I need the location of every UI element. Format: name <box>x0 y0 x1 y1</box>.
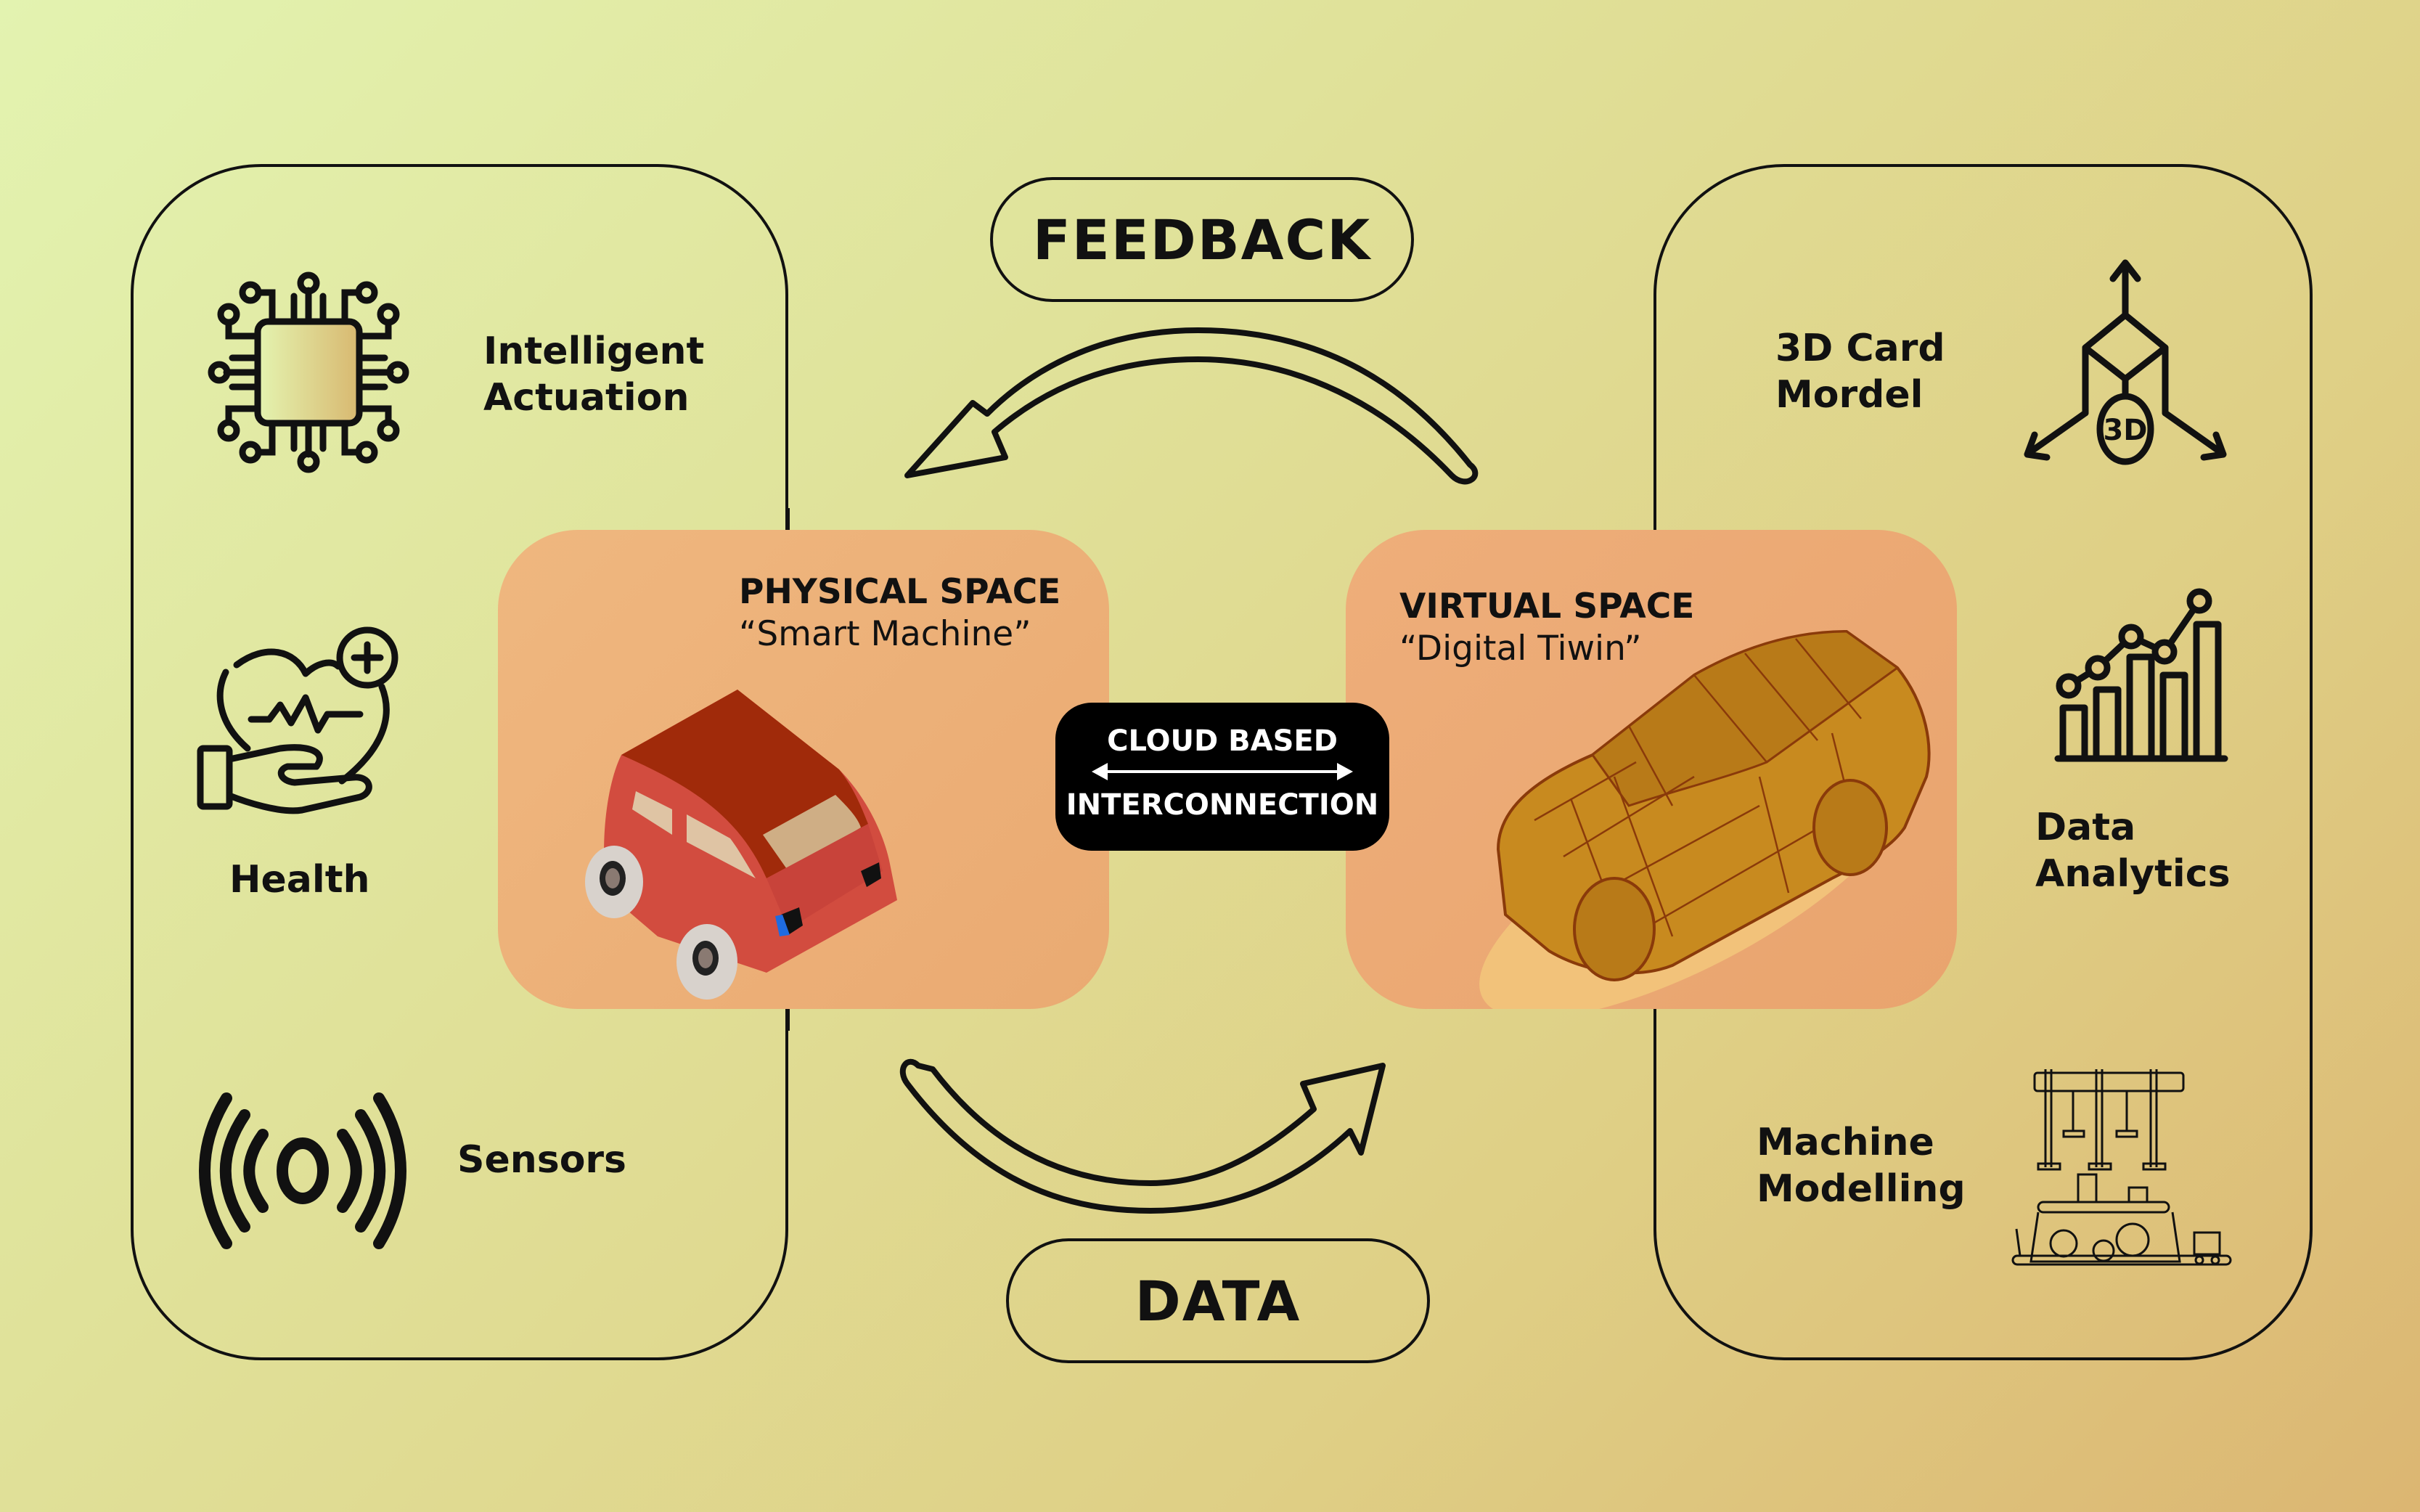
health-label: Health <box>229 858 370 902</box>
virtual-space-card: VIRTUAL SPACE “Digital Tiwin” <box>1346 530 1957 1009</box>
physical-space-title: PHYSICAL SPACE <box>739 572 1061 612</box>
cloud-line-1: CLOUD BASED <box>1107 724 1338 758</box>
cloud-line-2: INTERCONNECTION <box>1066 788 1379 822</box>
signal-waves-icon <box>199 1092 406 1249</box>
feedback-arrow-icon <box>904 327 1479 485</box>
3d-cube-axes-icon: 3D <box>2024 259 2227 465</box>
double-arrow-icon <box>1092 763 1353 780</box>
industrial-machine-icon <box>2011 1069 2232 1266</box>
physical-space-subtitle: “Smart Machine” <box>739 614 1031 654</box>
data-analytics-label: Data Analytics <box>2035 806 2231 896</box>
machine-modelling-label: Machine Modelling <box>1757 1121 1966 1211</box>
data-pill: DATA <box>1006 1238 1430 1363</box>
connector-line-left-top <box>787 508 790 530</box>
connector-line-right-bottom <box>1653 1009 1656 1031</box>
connector-line-right-top <box>1653 508 1656 530</box>
intelligent-actuation-label: Intelligent Actuation <box>483 330 705 420</box>
physical-space-card: PHYSICAL SPACE “Smart Machine” <box>498 530 1109 1009</box>
cloud-interconnection-badge: CLOUD BASED INTERCONNECTION <box>1055 703 1389 851</box>
feedback-pill: FEEDBACK <box>990 177 1414 302</box>
sensors-label: Sensors <box>457 1138 627 1182</box>
svg-text:3D: 3D <box>2103 414 2147 447</box>
red-car-illustration <box>585 690 897 1000</box>
3d-card-model-label: 3D Card Mordel <box>1775 327 1945 417</box>
data-arrow-icon <box>899 1058 1386 1214</box>
connector-line-left-bottom <box>787 1009 790 1031</box>
heart-in-hand-icon <box>197 626 398 814</box>
bar-line-chart-icon <box>2054 588 2228 762</box>
wireframe-suv-illustration <box>1479 629 1931 1009</box>
microchip-icon <box>208 271 409 473</box>
virtual-space-subtitle: “Digital Tiwin” <box>1399 629 1642 669</box>
virtual-space-title: VIRTUAL SPACE <box>1399 587 1695 626</box>
